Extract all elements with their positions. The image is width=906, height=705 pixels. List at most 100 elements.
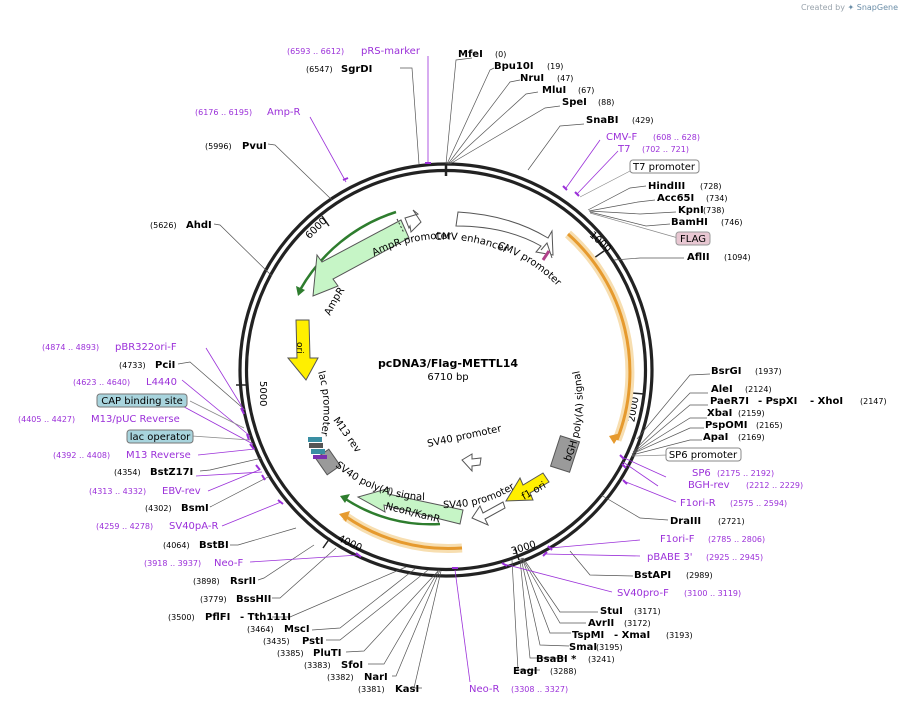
sv40-promoter-feature-bottom[interactable] <box>471 501 506 527</box>
site-name: KpnI <box>678 205 704 216</box>
site-pos: (0) <box>495 50 506 59</box>
insert-arrowhead-bottom <box>339 511 350 522</box>
primer-name: pBABE 3' <box>647 552 693 563</box>
t7-promoter-feature <box>541 250 551 261</box>
site-name: MscI <box>284 624 310 635</box>
snapgene-product-name: SnapGene <box>856 3 898 12</box>
flag-box[interactable]: FLAG <box>675 231 711 246</box>
primer-name: Neo-F <box>214 558 244 569</box>
primer-range: (2575 .. 2594) <box>730 499 787 508</box>
restriction-sites-right: MfeI (0) Bpu10I (19) NruI (47) MluI (67)… <box>458 49 887 677</box>
tick-label-5000: 5000 <box>257 381 268 406</box>
site-pos: (2169) <box>738 433 765 442</box>
scale-ticks <box>236 215 645 561</box>
site-pos: (47) <box>557 74 573 83</box>
site-pos: (3779) <box>200 595 227 604</box>
sp6-promoter-box[interactable]: SP6 promoter <box>665 447 742 462</box>
site-pos: (67) <box>578 86 594 95</box>
lac-operator-box[interactable]: lac operator <box>126 429 194 444</box>
primer-name: Amp-R <box>267 107 301 118</box>
insert-orange-arc-bottom <box>344 514 463 550</box>
primer-range: (4392 .. 4408) <box>53 451 110 460</box>
ampr-feature[interactable] <box>312 219 410 297</box>
site-name: TspMI <box>572 630 604 641</box>
bgh-polya-feature[interactable] <box>549 435 581 473</box>
site-name: PciI <box>155 360 175 371</box>
created-by-text: Created by <box>800 3 845 12</box>
site-name: SmaI <box>569 642 597 653</box>
site-name: PvuI <box>242 141 267 152</box>
f1-ori-feature[interactable] <box>505 472 550 502</box>
primer-name: EBV-rev <box>162 486 201 497</box>
site-name: EagI <box>513 666 537 677</box>
site-name: SnaBI <box>586 115 618 126</box>
primer-name: M13/pUC Reverse <box>91 414 180 425</box>
primer-range: (702 .. 721) <box>642 145 689 154</box>
sv40-promoter-bottom-label: SV40 promoter <box>443 481 517 511</box>
primer-name: Neo-R <box>469 684 500 695</box>
ori-feature[interactable] <box>286 319 319 381</box>
site-leader-lines <box>177 57 711 689</box>
site-pos: (738) <box>703 206 725 215</box>
primer-name: SV40pA-R <box>169 521 218 532</box>
site-pos: (2147) <box>860 397 887 406</box>
primer-name: BGH-rev <box>688 480 730 491</box>
cmv-promoter-feature[interactable] <box>540 242 553 259</box>
primer-name: pBR322ori-F <box>115 342 177 353</box>
primer-name: M13 Reverse <box>126 450 191 461</box>
cmv-promoter-label: CMV promoter <box>496 240 564 289</box>
plasmid-size: 6710 bp <box>427 372 468 383</box>
site-pos: (3288) <box>550 667 577 676</box>
site-pos: (19) <box>547 62 563 71</box>
svg-text:FLAG: FLAG <box>680 234 706 245</box>
site-name: KasI <box>395 684 419 695</box>
cap-binding-site-box[interactable]: CAP binding site <box>96 393 188 408</box>
t7-promoter-box[interactable]: T7 promoter <box>629 159 700 174</box>
m13-rev-label: M13 rev <box>331 415 363 455</box>
site-name: XbaI <box>707 408 732 419</box>
lac-promoter-label: lac promoter <box>315 370 331 438</box>
site-name: AhdI <box>186 220 212 231</box>
site-name: StuI <box>600 606 623 617</box>
site-pos: (4064) <box>163 541 190 550</box>
primer-name: T7 <box>617 144 630 155</box>
site-pos: (3241) <box>588 655 615 664</box>
primer-range: (2175 .. 2192) <box>717 469 774 478</box>
gene-track-neor <box>343 496 441 526</box>
primer-range: (2785 .. 2806) <box>708 535 765 544</box>
site-name: AflII <box>687 252 710 263</box>
site-pos: (2159) <box>738 409 765 418</box>
site-pos: (4354) <box>114 468 141 477</box>
site-name: PaeR7I <box>710 396 749 407</box>
sv40-promoter-feature-center[interactable] <box>461 453 482 473</box>
primer-range: (4405 .. 4427) <box>18 415 75 424</box>
svg-text:CAP binding site: CAP binding site <box>101 396 183 407</box>
site-name: BamHI <box>671 217 708 228</box>
site-name: - XmaI <box>614 630 650 641</box>
primer-marks <box>240 162 628 569</box>
primer-name: F1ori-F <box>660 534 695 545</box>
site-pos: (3435) <box>263 637 290 646</box>
primer-name: pRS-marker <box>361 46 421 57</box>
site-name: Bpu10I <box>494 61 534 72</box>
primer-range: (3100 .. 3119) <box>684 589 741 598</box>
neor-kanr-feature[interactable] <box>356 487 464 525</box>
site-pos: (3172) <box>624 619 651 628</box>
site-pos: (3381) <box>358 685 385 694</box>
site-pos: (3385) <box>277 649 304 658</box>
site-pos: (3898) <box>193 577 220 586</box>
primer-leader-lines <box>174 56 677 683</box>
ori-label: ori <box>294 342 304 354</box>
ampr-promoter-feature[interactable] <box>404 209 422 234</box>
primer-range: (2212 .. 2229) <box>746 481 803 490</box>
site-pos: (3193) <box>666 631 693 640</box>
site-pos: (734) <box>706 194 728 203</box>
primer-range: (6176 .. 6195) <box>195 108 252 117</box>
cmv-enhancer-feature[interactable] <box>455 211 554 256</box>
restriction-sites-left: (6547) SgrDI (5996) PvuI (5626) AhdI (47… <box>114 64 419 695</box>
snapgene-logo-icon: ✦ <box>847 3 855 12</box>
site-pos: (4302) <box>145 504 172 513</box>
site-pos: (5626) <box>150 221 177 230</box>
primer-range: (608 .. 628) <box>653 133 700 142</box>
